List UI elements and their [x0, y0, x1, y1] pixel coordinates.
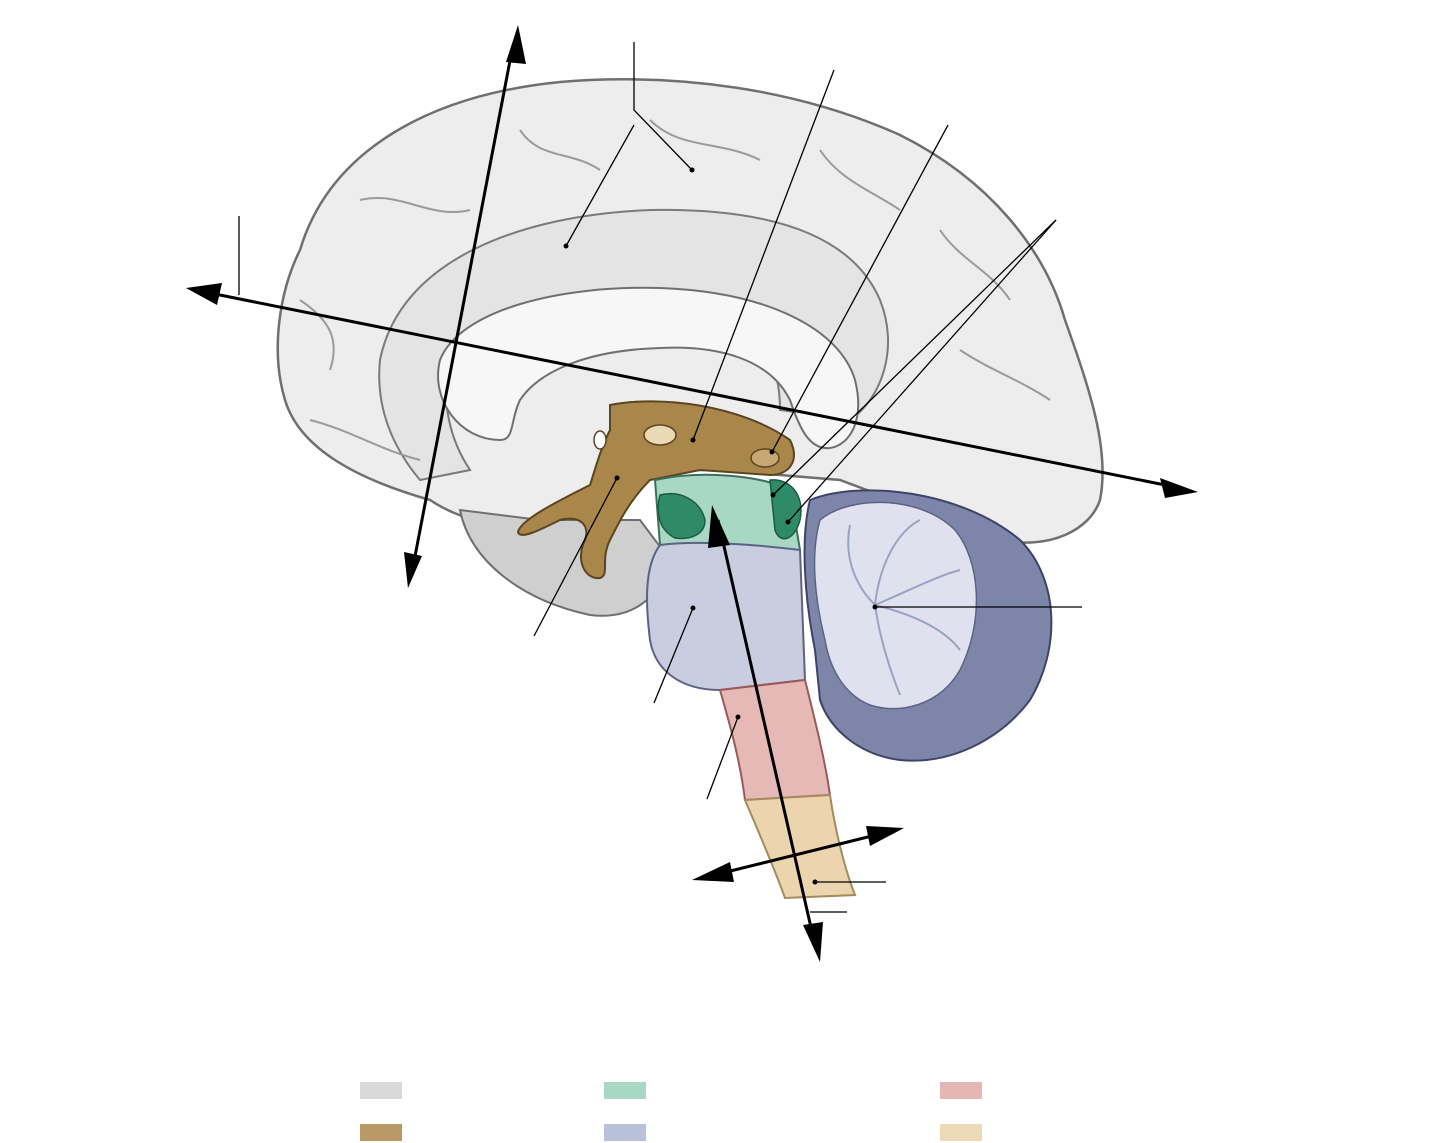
leader-pons — [653, 607, 694, 704]
cerebellum — [803, 489, 1053, 762]
corpus-callosum — [437, 286, 860, 450]
legend-swatch-cerebrum — [360, 1082, 402, 1099]
spinal-cord — [743, 793, 857, 900]
axis-forebrain-long — [204, 290, 1181, 490]
interthalamic-adhesion — [643, 424, 677, 446]
leader-tectum-2 — [787, 219, 1057, 523]
sulci — [299, 119, 1051, 461]
legend-swatch-midbrain — [604, 1082, 646, 1099]
leader-medulla — [706, 716, 739, 800]
temporal-lobe — [458, 508, 672, 617]
arrowhead-left — [186, 283, 222, 305]
arrowhead-transverse-left — [692, 862, 734, 882]
legend-swatch-spinal-cord — [940, 1124, 982, 1141]
leader-lines — [238, 42, 1082, 913]
axis-forebrain-vertical — [410, 44, 515, 573]
pons — [646, 541, 807, 692]
arrowhead-transverse-right — [866, 826, 904, 846]
arrowhead-down — [404, 552, 422, 588]
arbor-vitae — [813, 501, 978, 710]
mammillary-body — [593, 430, 607, 450]
midbrain — [653, 473, 802, 557]
leader-cortex — [633, 42, 693, 171]
tectum — [769, 479, 802, 540]
leader-cingulate — [565, 124, 635, 247]
axis-spinal-transverse — [709, 830, 889, 878]
arrowhead-right — [1160, 478, 1198, 498]
leader-tectum-1 — [772, 219, 1057, 496]
cerebral-peduncle — [657, 493, 706, 540]
axis-arrowheads — [186, 25, 1198, 962]
pineal-gland — [750, 448, 780, 468]
leader-pineal — [771, 124, 949, 453]
medulla-oblongata — [718, 678, 832, 802]
orientation-axes — [204, 44, 1181, 946]
arrowhead-up — [506, 25, 526, 64]
leader-hypothalamus — [533, 477, 618, 637]
legend-swatch-diencephalon — [360, 1124, 402, 1141]
axis-brainstem-long — [716, 519, 817, 946]
arrowhead-brainstem-up — [708, 505, 730, 548]
leader-dots — [563, 167, 878, 885]
arrowhead-brainstem-down — [803, 922, 823, 962]
legend-swatch-pons — [604, 1124, 646, 1141]
leader-thalamus — [692, 69, 835, 441]
cerebellar-folia — [847, 519, 961, 696]
legend-swatch-medulla — [940, 1082, 982, 1099]
